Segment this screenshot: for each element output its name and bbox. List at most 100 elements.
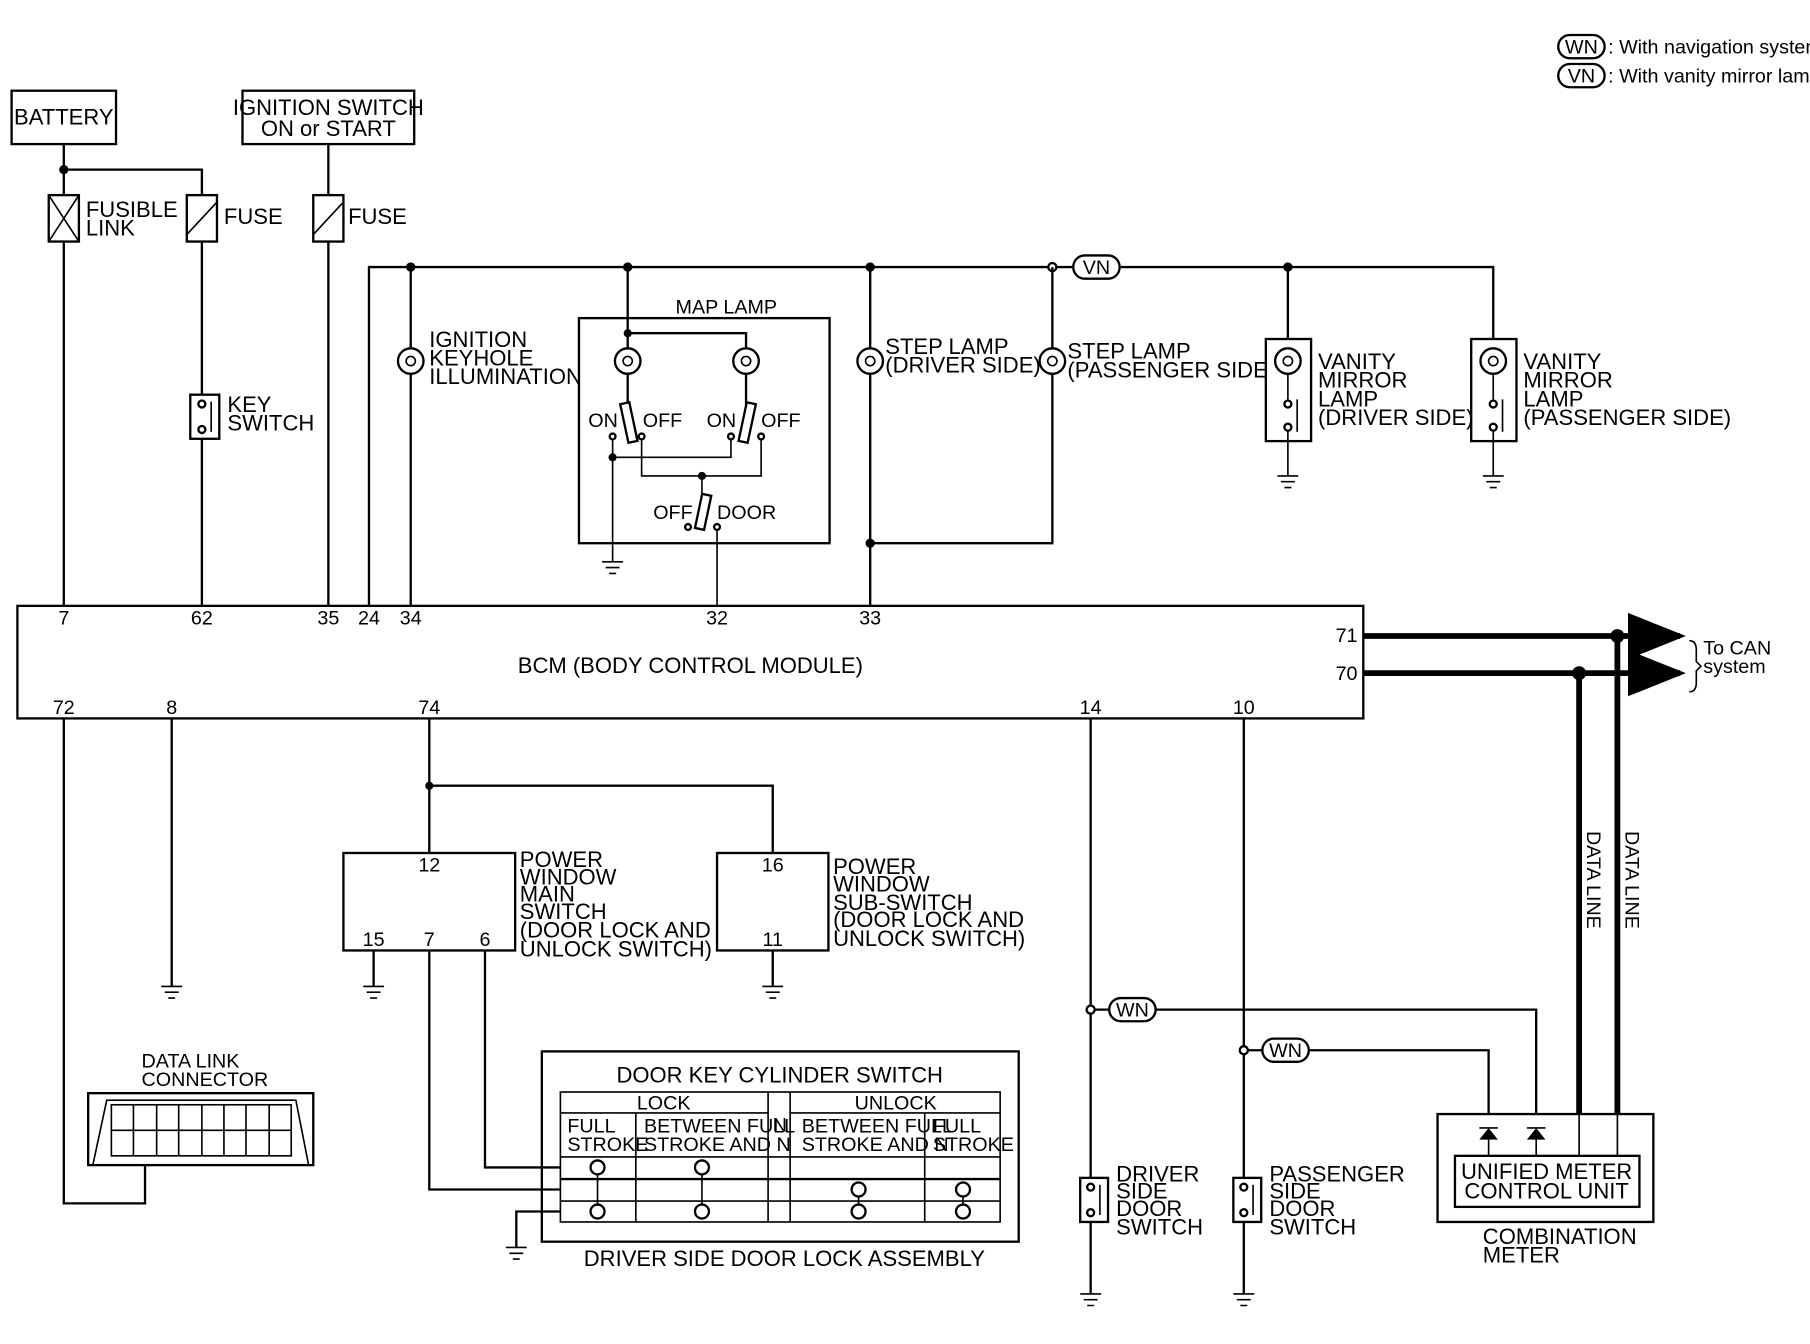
data-line-label-1: DATA LINE <box>1582 831 1604 929</box>
vanity-passenger-label-4: (PASSENGER SIDE) <box>1523 405 1731 430</box>
junction-dot <box>406 262 416 272</box>
vanity-mirror-lamp-passenger: VANITY MIRROR LAMP (PASSENGER SIDE) <box>1470 337 1731 489</box>
fuse-2-label: FUSE <box>348 204 407 229</box>
legend-wn-text: : With navigation system <box>1608 37 1810 59</box>
bcm-pin-14: 14 <box>1080 697 1102 719</box>
pw-main-label-2: WINDOW <box>520 864 617 889</box>
data-link-label-1: DATA LINK <box>142 1051 240 1073</box>
bcm-pin-62: 62 <box>191 607 213 629</box>
key-switch-label-2: SWITCH <box>227 411 314 436</box>
map-lamp-title: MAP LAMP <box>676 296 778 318</box>
vanity-driver-label-2: MIRROR <box>1318 368 1407 393</box>
bcm-pin-33: 33 <box>859 607 881 629</box>
ground-symbol <box>602 560 624 575</box>
bcm-pin-72: 72 <box>53 697 75 719</box>
ground-symbol <box>161 985 183 999</box>
wn-tag-2: WN <box>1261 1037 1310 1064</box>
vanity-passenger-label-3: LAMP <box>1523 386 1583 411</box>
fuse-1-label: FUSE <box>224 204 283 229</box>
pw-main-label-4: SWITCH <box>520 899 607 924</box>
step-lamp-passenger-label-1: STEP LAMP <box>1067 339 1190 364</box>
key-switch-label-1: KEY <box>227 392 271 417</box>
vanity-passenger-label-2: MIRROR <box>1523 368 1612 393</box>
passenger-door-label-3: DOOR <box>1269 1196 1335 1221</box>
door-key-col1-2: STROKE <box>567 1134 648 1156</box>
door-key-title: DOOR KEY CYLINDER SWITCH <box>616 1063 942 1088</box>
door-key-col5-1: FULL <box>933 1116 981 1138</box>
battery-label: BATTERY <box>14 104 114 129</box>
can-brace <box>1689 639 1703 693</box>
ignition-keyhole-label-2: KEYHOLE <box>429 346 533 371</box>
legend-wn-tag: WN <box>1565 37 1598 59</box>
power-window-main-switch: 12 15 7 6 POWER WINDOW MAIN SWITCH (DOOR… <box>342 847 712 961</box>
connector-terminal <box>1085 1004 1096 1015</box>
door-lock-assembly: DOOR KEY CYLINDER SWITCH LOCK UNLOCK N F… <box>540 1050 1020 1271</box>
ignition-switch-label-1: IGNITION SWITCH <box>233 95 424 120</box>
map-on-label-2: ON <box>707 410 737 432</box>
driver-door-label-2: SIDE <box>1116 1179 1167 1204</box>
door-key-col4-1: BETWEEN FULL <box>802 1116 953 1138</box>
can-label-2: system <box>1703 656 1765 678</box>
vanity-driver-label-1: VANITY <box>1318 349 1396 374</box>
vanity-passenger-label-1: VANITY <box>1523 349 1601 374</box>
can-label-1: To CAN <box>1703 638 1771 660</box>
pw-main-pin-12: 12 <box>418 855 440 877</box>
pw-main-pin-6: 6 <box>480 929 491 951</box>
driver-door-label-1: DRIVER <box>1116 1161 1199 1186</box>
pw-main-label-5: (DOOR LOCK AND <box>520 918 711 943</box>
step-lamp-driver: STEP LAMP (DRIVER SIDE) <box>856 334 1041 378</box>
ignition-keyhole-lamp: IGNITION KEYHOLE ILLUMINATION <box>396 327 582 389</box>
battery: BATTERY <box>10 89 118 146</box>
vn-tag: VN <box>1072 254 1121 280</box>
fusible-link-label-1: FUSIBLE <box>86 197 178 222</box>
bcm-pin-35: 35 <box>317 607 339 629</box>
fuse-2: FUSE <box>312 193 407 243</box>
pw-sub-label-4: (DOOR LOCK AND <box>833 907 1024 932</box>
fusible-link-label-2: LINK <box>86 216 135 241</box>
step-lamp-driver-label-2: (DRIVER SIDE) <box>885 353 1040 378</box>
door-key-col2-2: STROKE AND N <box>644 1134 791 1156</box>
map-off-label-3: OFF <box>653 502 692 524</box>
pw-sub-label-5: UNLOCK SWITCH) <box>833 926 1025 951</box>
fusible-link: FUSIBLE LINK <box>47 193 178 243</box>
bcm-pin-71: 71 <box>1336 625 1358 647</box>
vanity-driver-label-4: (DRIVER SIDE) <box>1318 405 1473 430</box>
junction-dot <box>623 262 633 272</box>
unified-meter-label-2: CONTROL UNIT <box>1464 1179 1628 1204</box>
vn-tag-label: VN <box>1083 257 1110 279</box>
bcm-pin-7: 7 <box>58 607 69 629</box>
driver-door-label-3: DOOR <box>1116 1196 1182 1221</box>
bcm-pin-32: 32 <box>706 607 728 629</box>
door-lock-assembly-label: DRIVER SIDE DOOR LOCK ASSEMBLY <box>584 1246 985 1271</box>
bcm-module: BCM (BODY CONTROL MODULE) 7 62 35 24 34 … <box>16 604 1365 720</box>
data-link-label-2: CONNECTOR <box>142 1069 269 1091</box>
bcm-pin-8: 8 <box>166 697 177 719</box>
pw-sub-pin-11: 11 <box>762 929 782 951</box>
bcm-pin-74: 74 <box>418 697 440 719</box>
data-line-label-2: DATA LINE <box>1621 831 1643 929</box>
pw-main-label-1: POWER <box>520 847 603 872</box>
door-key-col2-1: BETWEEN FULL <box>644 1116 795 1138</box>
ground-symbol <box>505 1246 527 1260</box>
wn-tag-1: WN <box>1108 996 1157 1023</box>
passenger-door-label-1: PASSENGER <box>1269 1161 1405 1186</box>
pw-main-pin-7: 7 <box>424 929 435 951</box>
step-lamp-driver-label-1: STEP LAMP <box>885 334 1008 359</box>
connector-terminal <box>1238 1045 1250 1056</box>
ignition-keyhole-label-3: ILLUMINATION <box>429 364 582 389</box>
door-key-col5-2: STROKE <box>933 1134 1014 1156</box>
map-off-label-1: OFF <box>643 410 682 432</box>
vanity-mirror-lamp-driver: VANITY MIRROR LAMP (DRIVER SIDE) <box>1264 267 1474 489</box>
combination-meter-label-1: COMBINATION <box>1483 1224 1637 1249</box>
pw-main-label-6: UNLOCK SWITCH) <box>520 936 712 961</box>
power-window-sub-switch: 16 11 POWER WINDOW SUB-SWITCH (DOOR LOCK… <box>715 851 1025 952</box>
bcm-pin-24: 24 <box>358 607 380 629</box>
map-lamp: MAP LAMP ON OFF ON OFF OFF DOOR <box>577 267 831 562</box>
combination-meter-label-2: METER <box>1483 1243 1560 1268</box>
bcm-pin-34: 34 <box>400 607 422 629</box>
bcm-label: BCM (BODY CONTROL MODULE) <box>518 653 863 678</box>
wn-tag-1-label: WN <box>1116 1000 1149 1022</box>
wn-tag-2-label: WN <box>1269 1040 1302 1062</box>
vanity-driver-label-3: LAMP <box>1318 386 1378 411</box>
